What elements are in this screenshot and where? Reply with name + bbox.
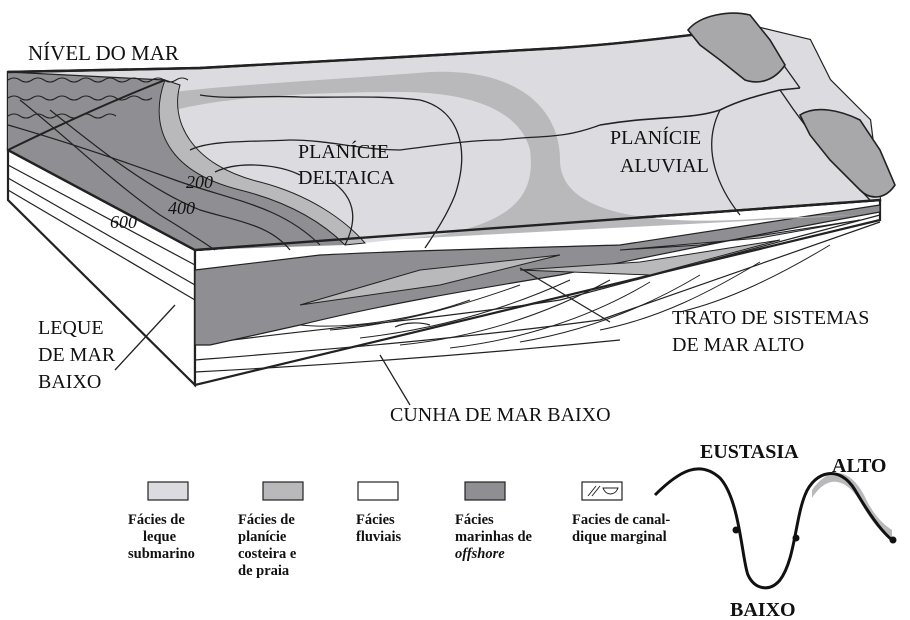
legend-text-costeira-4: de praia	[238, 563, 290, 579]
legend-text-fluviais-2: fluviais	[356, 529, 401, 545]
legend-swatch-leque	[147, 481, 189, 501]
label-highstand-tract-2: DE MAR ALTO	[672, 334, 804, 356]
legend-text-costeira-3: costeira e	[238, 546, 297, 562]
label-deltaic-plain-1: PLANÍCIE	[298, 140, 389, 163]
legend-swatch-offshore	[464, 481, 506, 501]
legend-swatch-costeira	[262, 481, 304, 501]
legend-text-leque-3: submarino	[128, 546, 195, 562]
label-lowstand-fan-3: BAIXO	[38, 371, 101, 393]
block-top-surface	[6, 26, 882, 252]
legend-swatch-fluviais	[357, 481, 399, 501]
legend-text-leque-2: leque	[143, 529, 177, 545]
leader-lines	[114, 267, 611, 406]
legend-text-canal-2: dique marginal	[572, 529, 667, 545]
legend-text-offshore-3: offshore	[455, 546, 505, 562]
label-lowstand-fan-2: DE MAR	[38, 344, 116, 366]
cliff-outcrops	[686, 12, 896, 198]
legend-text-leque-1: Fácies de	[128, 512, 185, 528]
eustasy-curve: EUSTASIA ALTO BAIXO	[653, 441, 897, 620]
label-lowstand-wedge: CUNHA DE MAR BAIXO	[390, 404, 611, 426]
eustasy-high-label: ALTO	[832, 455, 886, 477]
legend-text-costeira-1: Fácies de	[238, 512, 295, 528]
label-sea-level: NÍVEL DO MAR	[28, 41, 179, 65]
contour-label-200: 200	[186, 172, 213, 192]
contour-label-600: 600	[110, 212, 137, 232]
label-alluvial-plain-2: ALUVIAL	[620, 155, 709, 177]
label-lowstand-fan-1: LEQUE	[38, 317, 104, 339]
legend-swatch-canal-dique	[581, 481, 623, 501]
legend: Fácies de leque submarino Fácies de plan…	[128, 481, 670, 579]
legend-text-offshore-1: Fácies	[455, 512, 494, 528]
label-highstand-tract-1: TRATO DE SISTEMAS	[672, 307, 869, 329]
legend-text-offshore-2: marinhas de	[455, 529, 533, 545]
legend-text-fluviais-1: Fácies	[356, 512, 395, 528]
label-alluvial-plain-1: PLANÍCIE	[610, 126, 701, 149]
label-deltaic-plain-2: DELTAICA	[298, 167, 395, 189]
block-front-face	[6, 148, 882, 388]
legend-text-canal-1: Facies de canal-	[572, 512, 670, 528]
eustasy-title: EUSTASIA	[700, 441, 799, 463]
contour-label-400: 400	[168, 198, 195, 218]
legend-text-costeira-2: planície	[238, 529, 287, 545]
eustasy-low-label: BAIXO	[730, 599, 796, 620]
